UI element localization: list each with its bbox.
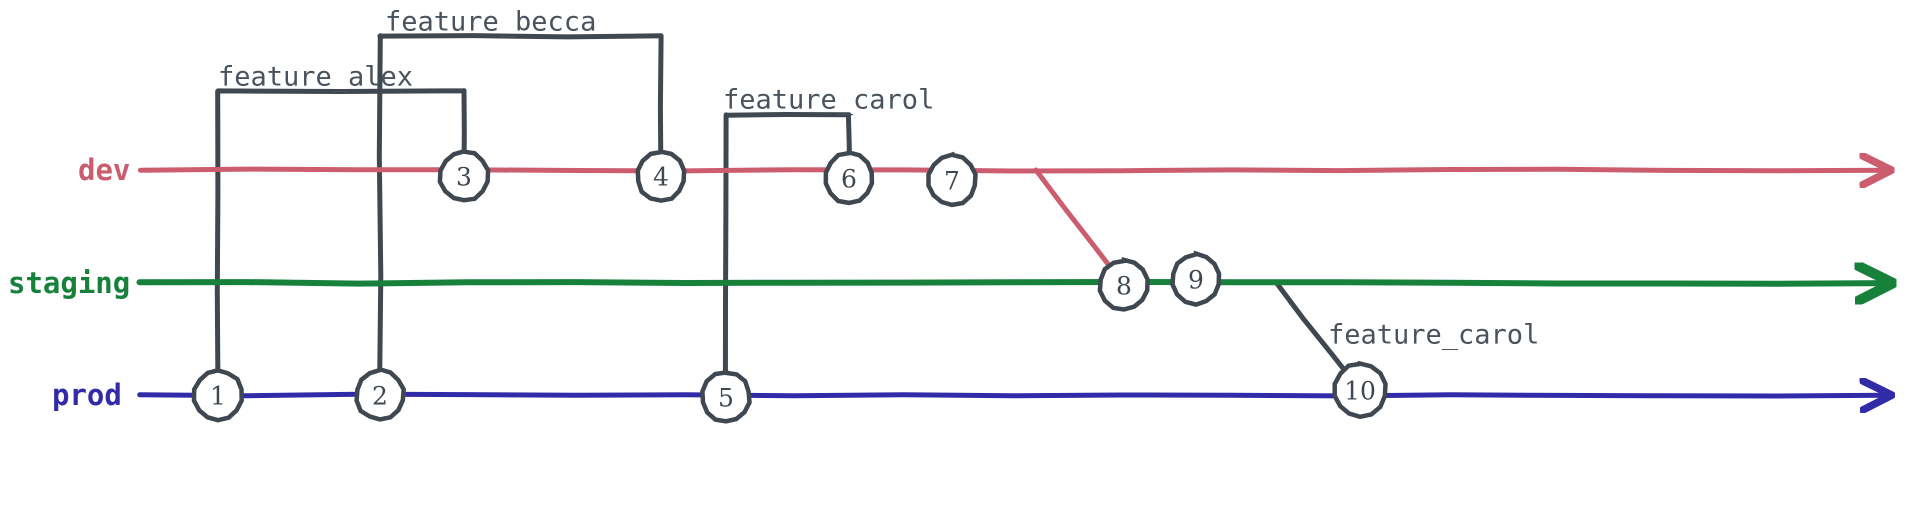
commit-node-1[interactable]: 1	[191, 367, 244, 423]
commit-node-5[interactable]: 5	[700, 369, 752, 424]
commit-node-9[interactable]: 9	[1170, 250, 1222, 307]
feature-branch-path	[214, 88, 467, 398]
commit-number: 10	[1344, 377, 1376, 406]
feature-branch-feature-becca	[376, 33, 664, 397]
commit-number: 1	[210, 382, 226, 411]
commit-circle[interactable]	[1332, 360, 1388, 420]
feature-branch-feature-carol-dev	[722, 112, 852, 401]
commit-node-7[interactable]: 7	[926, 151, 978, 208]
commit-circle[interactable]	[823, 149, 875, 206]
branch-label-prod[interactable]: prod	[52, 378, 122, 412]
commit-circle[interactable]	[437, 148, 491, 203]
commit-number: 7	[944, 167, 960, 196]
commit-node-layer: 1 2 3 4 5 6 7 8 9 10	[191, 148, 1388, 424]
commit-node-3[interactable]: 3	[437, 148, 491, 203]
feature-branch-feature-alex	[214, 88, 467, 398]
feature-branch-layer	[214, 33, 852, 401]
commit-number: 9	[1188, 266, 1204, 295]
label-layer: feature_alexfeature_beccafeature_carolfe…	[8, 7, 1539, 413]
branch-label-staging[interactable]: staging	[8, 266, 130, 300]
feature-branch-label: feature_carol	[723, 85, 934, 116]
commit-circle[interactable]	[1170, 250, 1222, 307]
commit-number: 4	[653, 163, 669, 192]
branch-line-staging	[136, 282, 1887, 284]
commit-node-10[interactable]: 10	[1332, 360, 1388, 420]
feature-branch-label: feature_alex	[218, 62, 413, 93]
commit-number: 8	[1116, 272, 1132, 301]
merge-label: feature_carol	[1328, 320, 1539, 351]
commit-node-8[interactable]: 8	[1097, 256, 1150, 312]
branch-line-prod	[137, 394, 1886, 396]
feature-branch-path	[722, 112, 852, 401]
branch-line-dev	[137, 169, 1885, 171]
commit-number: 6	[841, 165, 857, 194]
feature-branch-label: feature_becca	[385, 7, 596, 38]
commit-number: 5	[718, 384, 734, 413]
commit-number: 3	[456, 163, 472, 192]
branch-label-dev[interactable]: dev	[78, 153, 130, 187]
feature-branch-path	[376, 33, 664, 397]
commit-circle[interactable]	[926, 151, 978, 208]
commit-node-2[interactable]: 2	[354, 366, 406, 422]
commit-circle[interactable]	[191, 367, 244, 423]
commit-circle[interactable]	[700, 369, 752, 424]
commit-node-4[interactable]: 4	[635, 148, 687, 203]
commit-circle[interactable]	[354, 366, 406, 422]
branch-line-layer	[136, 169, 1887, 396]
commit-circle[interactable]	[635, 148, 687, 203]
commit-node-6[interactable]: 6	[823, 149, 875, 206]
commit-circle[interactable]	[1097, 256, 1150, 312]
commit-number: 2	[372, 382, 388, 411]
